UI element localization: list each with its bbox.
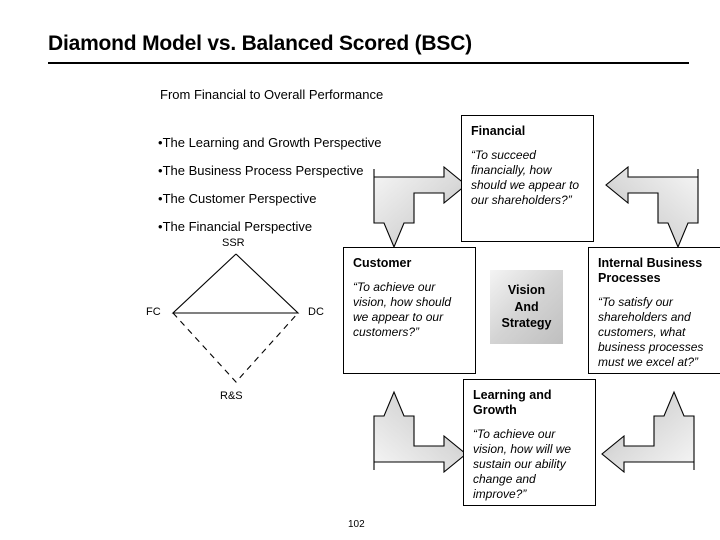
diamond-shape-icon (171, 253, 300, 383)
page-title: Diamond Model vs. Balanced Scored (BSC) (48, 32, 472, 55)
vision-and-strategy-box: Vision And Strategy (490, 270, 563, 344)
bsc-box-internal-business-processes: Internal Business Processes “To satisfy … (588, 247, 720, 374)
diamond-label-dc: DC (308, 306, 324, 318)
arrow-learning-to-customer (372, 384, 468, 481)
diamond-label-fc: FC (146, 306, 161, 318)
list-item: •The Customer Perspective (158, 191, 382, 206)
box-body: “To achieve our vision, how will we sust… (473, 426, 572, 502)
diamond-model-diagram: SSR FC DC R&S (140, 230, 350, 410)
bsc-box-learning-and-growth: Learning and Growth “To achieve our visi… (463, 379, 596, 506)
arrow-financial-to-internal (604, 163, 700, 260)
bullet-marker-icon: • (158, 219, 163, 234)
box-heading: Internal Business Processes (598, 256, 703, 285)
box-body: “To achieve our vision, how should we ap… (353, 279, 452, 340)
bsc-box-customer: Customer “To achieve our vision, how sho… (343, 247, 476, 374)
bullet-marker-icon: • (158, 191, 163, 206)
box-heading: Financial (471, 124, 526, 138)
bullet-label: The Business Process Perspective (162, 163, 364, 178)
box-body: “To satisfy our shareholders and custome… (598, 294, 704, 370)
bullet-label: The Learning and Growth Perspective (162, 135, 382, 150)
vision-line-1: Vision (507, 282, 546, 297)
arrow-learning-to-internal (600, 384, 696, 481)
bsc-box-financial: Financial “To succeed financially, how s… (461, 115, 594, 242)
diamond-label-rs: R&S (220, 390, 243, 402)
diamond-label-ssr: SSR (222, 237, 245, 249)
bullet-marker-icon: • (158, 135, 163, 150)
page-number: 102 (348, 519, 365, 530)
vision-line-3: Strategy (501, 316, 552, 331)
title-underline (48, 62, 689, 64)
subtitle: From Financial to Overall Performance (160, 87, 384, 102)
box-heading: Learning and Growth (473, 388, 552, 417)
vision-line-2: And (514, 299, 539, 314)
box-heading: Customer (353, 256, 412, 270)
arrow-financial-to-customer (372, 163, 468, 260)
bullet-label: The Customer Perspective (162, 191, 317, 206)
list-item: •The Financial Perspective (158, 219, 382, 234)
list-item: •The Business Process Perspective (158, 163, 382, 178)
list-item: •The Learning and Growth Perspective (158, 135, 382, 150)
bullet-label: The Financial Perspective (162, 219, 313, 234)
box-body: “To succeed financially, how should we a… (471, 147, 580, 208)
perspective-bullet-list: •The Learning and Growth Perspective •Th… (158, 135, 382, 247)
bullet-marker-icon: • (158, 163, 163, 178)
